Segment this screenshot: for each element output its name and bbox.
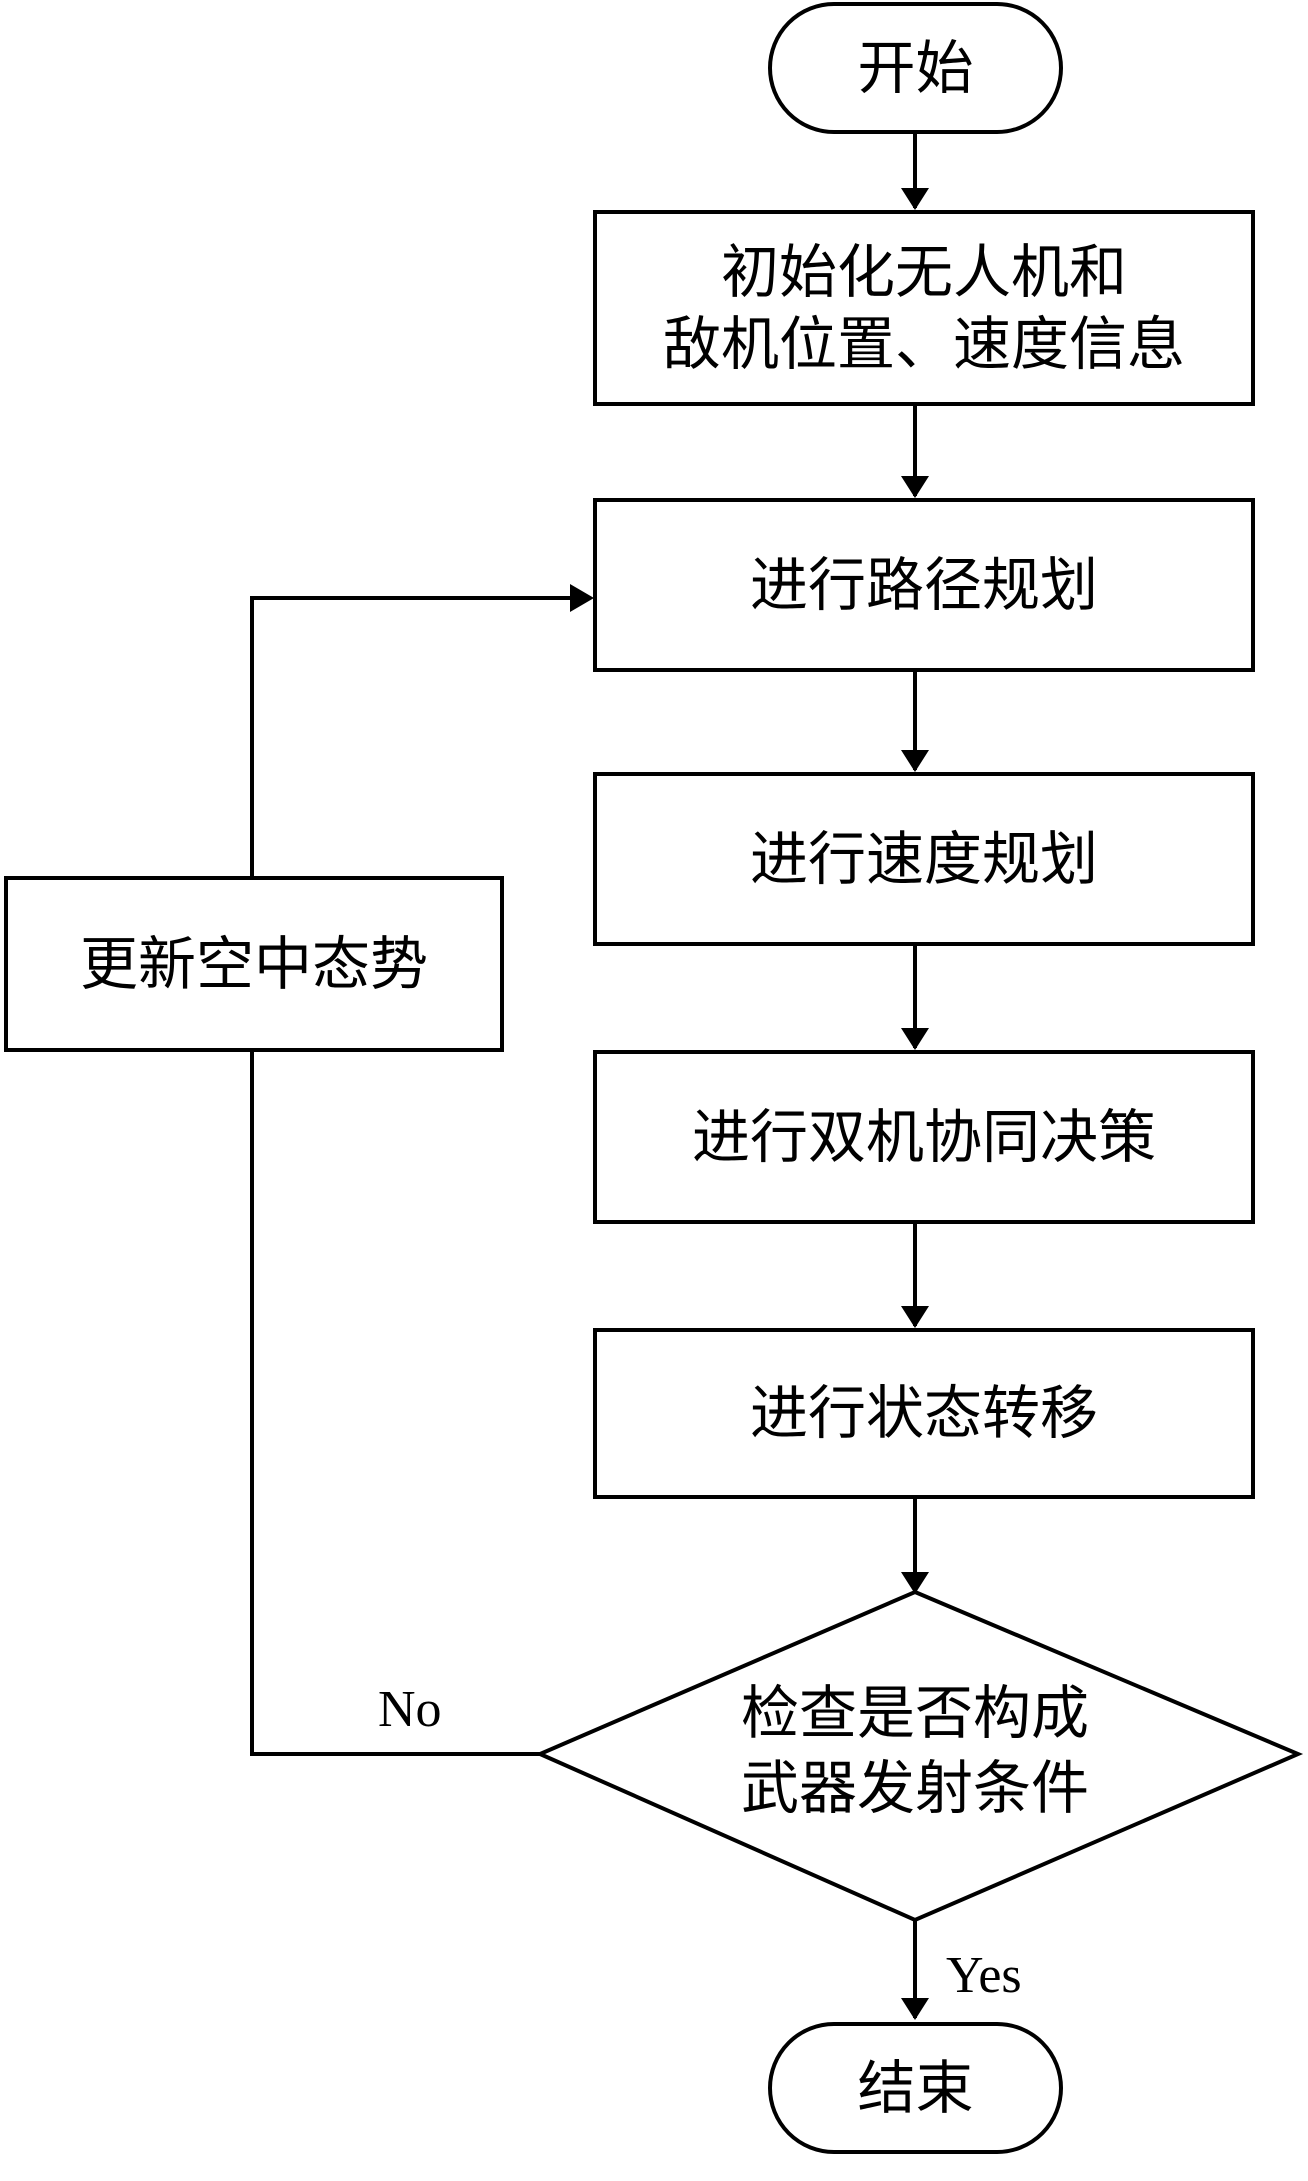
speed-planning-box: 进行速度规划 bbox=[593, 772, 1255, 946]
arrowhead-7 bbox=[901, 1998, 929, 2020]
cooperative-decision-label: 进行双机协同决策 bbox=[691, 1102, 1156, 1171]
decision-text: 检查是否构成 武器发射条件 bbox=[640, 1676, 1190, 1827]
arrowhead-1 bbox=[901, 188, 929, 210]
cooperative-decision-box: 进行双机协同决策 bbox=[593, 1050, 1255, 1224]
init-label-line2: 敌机位置、速度信息 bbox=[662, 310, 1185, 378]
arrowhead-loop bbox=[570, 584, 594, 612]
decision-diamond bbox=[535, 1589, 1304, 1923]
arrowhead-6 bbox=[901, 1572, 929, 1594]
end-terminal: 结束 bbox=[768, 2022, 1063, 2154]
no-label: No bbox=[378, 1681, 442, 1738]
loop-no-branch bbox=[250, 1050, 540, 1756]
state-transition-box: 进行状态转移 bbox=[593, 1328, 1255, 1499]
init-label-line1: 初始化无人机和 bbox=[720, 237, 1127, 306]
arrowhead-4 bbox=[901, 1028, 929, 1050]
end-label: 结束 bbox=[857, 2053, 974, 2122]
update-situation-box: 更新空中态势 bbox=[4, 876, 504, 1052]
start-terminal: 开始 bbox=[768, 2, 1063, 134]
loop-update-to-path bbox=[250, 596, 575, 876]
decision-label-line2: 武器发射条件 bbox=[740, 1754, 1089, 1823]
init-box: 初始化无人机和 敌机位置、速度信息 bbox=[593, 210, 1255, 406]
arrowhead-5 bbox=[901, 1306, 929, 1328]
yes-label: Yes bbox=[946, 1947, 1022, 2004]
arrowhead-2 bbox=[901, 476, 929, 498]
update-situation-label: 更新空中态势 bbox=[79, 929, 428, 998]
decision-label-line1: 检查是否构成 bbox=[740, 1679, 1089, 1747]
path-planning-label: 进行路径规划 bbox=[749, 550, 1098, 619]
path-planning-box: 进行路径规划 bbox=[593, 498, 1255, 672]
speed-planning-label: 进行速度规划 bbox=[749, 824, 1098, 893]
state-transition-label: 进行状态转移 bbox=[749, 1379, 1098, 1448]
start-label: 开始 bbox=[857, 33, 974, 102]
arrowhead-3 bbox=[901, 750, 929, 772]
